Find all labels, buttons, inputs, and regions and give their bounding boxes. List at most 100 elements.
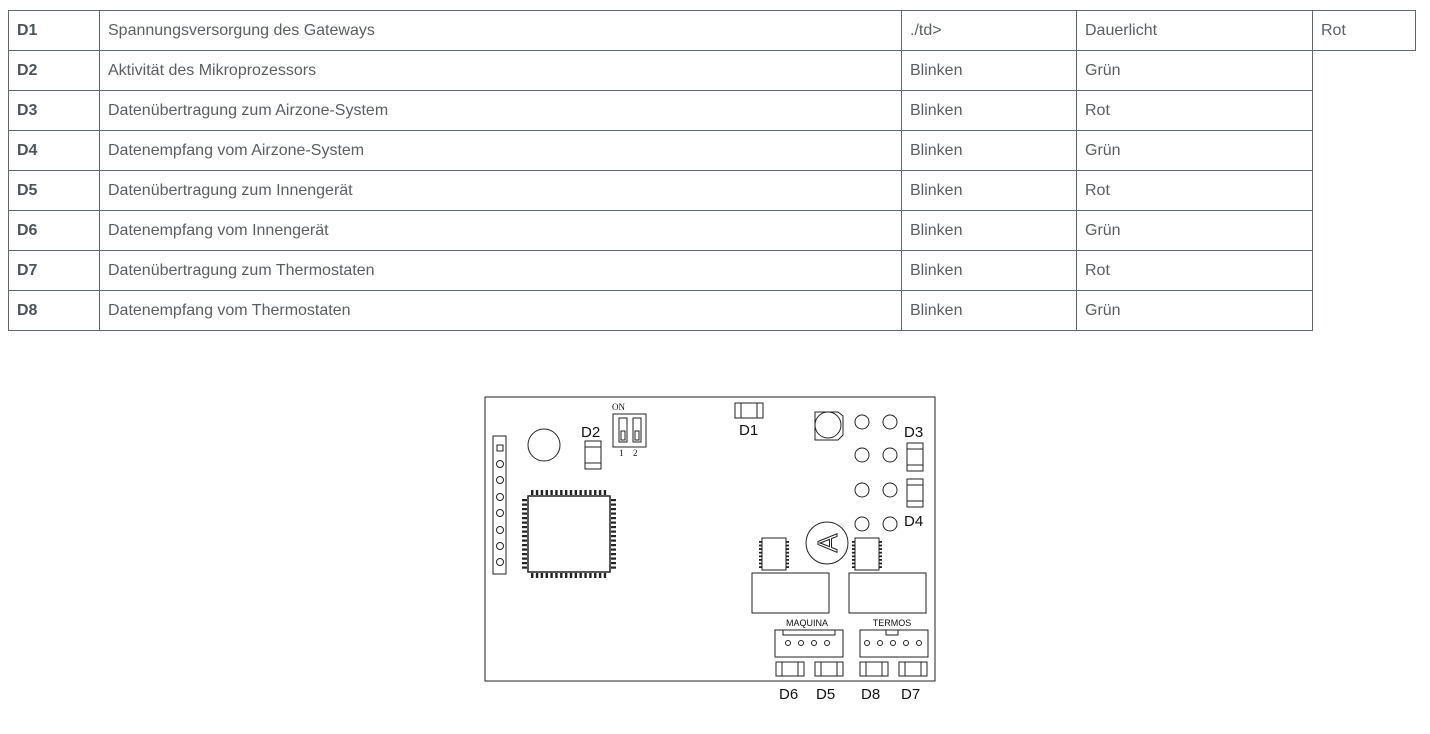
- label-d4: D4: [904, 513, 923, 530]
- chip-pin: [611, 526, 616, 529]
- label-maquina: MAQUINA: [786, 618, 828, 628]
- led-d3: [906, 442, 924, 472]
- chip-pin: [786, 566, 789, 568]
- relay-right: [848, 572, 927, 614]
- chip-pin: [584, 490, 587, 495]
- chip-pin: [611, 499, 616, 502]
- chip-pin: [611, 553, 616, 556]
- chip-pin: [540, 573, 544, 578]
- label-d8: D8: [861, 686, 880, 703]
- chip-pin: [611, 512, 616, 515]
- chip-pin: [550, 573, 553, 578]
- chip-pin: [522, 526, 527, 529]
- chip-pin: [598, 490, 602, 495]
- chip-pin: [611, 539, 616, 542]
- chip-pin: [786, 559, 789, 561]
- led-color: Grün: [1076, 290, 1313, 331]
- chip-pin: [589, 573, 592, 578]
- chip-pin: [759, 541, 762, 543]
- chip-pin: [852, 566, 855, 568]
- chip-pin: [759, 566, 762, 568]
- led-id: D5: [8, 170, 100, 211]
- chip-pin: [786, 555, 789, 558]
- label-termos: TERMOS: [873, 618, 912, 628]
- chip-pin: [522, 562, 527, 565]
- chip-pin: [594, 490, 597, 495]
- chip-pin: [759, 548, 762, 550]
- led-description: Datenempfang vom Thermostaten: [99, 290, 902, 331]
- chip-pin: [540, 490, 544, 495]
- chip-pin: [522, 499, 527, 502]
- chip-pin: [786, 551, 789, 554]
- led-mode: Blinken: [901, 250, 1077, 291]
- led-mode: ./td>: [901, 10, 1077, 51]
- chip-pin: [522, 553, 527, 556]
- label-d5: D5: [816, 686, 835, 703]
- led-color: Grün: [1076, 130, 1313, 171]
- chip-pin: [879, 551, 882, 554]
- chip-pin: [522, 517, 527, 520]
- chip-pin: [574, 573, 578, 578]
- label-on: ON: [612, 402, 625, 412]
- led-id: D7: [8, 250, 100, 291]
- led-color: Grün: [1076, 50, 1313, 91]
- chip-pin: [852, 559, 855, 561]
- chip-pin: [522, 521, 527, 524]
- chip-pin: [879, 544, 882, 547]
- chip-pin: [564, 490, 568, 495]
- led-description: Datenempfang vom Airzone-System: [99, 130, 902, 171]
- chip-pin: [522, 566, 527, 569]
- chip-pin: [522, 530, 527, 533]
- chip-pin: [560, 573, 563, 578]
- led-d4: [906, 478, 924, 508]
- chip-pin: [852, 548, 855, 550]
- led-description: Datenübertragung zum Airzone-System: [99, 90, 902, 131]
- chip-pin: [522, 557, 527, 560]
- chip-pin: [603, 490, 607, 495]
- label-d7: D7: [901, 686, 920, 703]
- chip-pin: [759, 559, 762, 561]
- pin-header: [492, 435, 507, 575]
- label-d3: D3: [904, 424, 923, 441]
- chip-pin: [603, 573, 607, 578]
- led-mode: Blinken: [901, 290, 1077, 331]
- chip-pin: [598, 573, 602, 578]
- chip-pin: [550, 490, 553, 495]
- chip-pin: [786, 562, 789, 565]
- reset-button: [814, 411, 844, 441]
- led-id: D1: [8, 10, 100, 51]
- chip-pin: [611, 566, 616, 569]
- led-id: D6: [8, 210, 100, 251]
- chip-pin: [611, 508, 616, 511]
- chip-pin: [611, 521, 616, 524]
- chip-pin: [584, 573, 587, 578]
- led-description: Datenübertragung zum Thermostaten: [99, 250, 902, 291]
- led-color: Dauerlicht: [1076, 10, 1313, 51]
- chip-pin: [522, 544, 527, 547]
- led-mode: Blinken: [901, 50, 1077, 91]
- led-d2: [584, 440, 602, 470]
- chip-pin: [545, 490, 548, 495]
- led-d5: [814, 661, 844, 677]
- chip-pin: [560, 490, 563, 495]
- chip-pin: [535, 490, 539, 495]
- led-color: Rot: [1076, 170, 1313, 211]
- led-d1: [734, 402, 764, 419]
- dip-switch[interactable]: [612, 413, 647, 448]
- gateway-board-diagram: D2 ON 1 2 D1 D3 D4 A MAQUINA TERMOS: [484, 396, 936, 703]
- chip-pin: [594, 573, 597, 578]
- led-description: Datenübertragung zum Innengerät: [99, 170, 902, 211]
- chip-pin: [522, 535, 527, 538]
- chip-pin: [611, 535, 616, 538]
- chip-pin: [531, 573, 534, 578]
- svg-text:A: A: [812, 533, 843, 552]
- test-holes: [854, 414, 898, 532]
- led-description: Spannungsversorgung des Gateways: [99, 10, 902, 51]
- chip-pin: [759, 544, 762, 547]
